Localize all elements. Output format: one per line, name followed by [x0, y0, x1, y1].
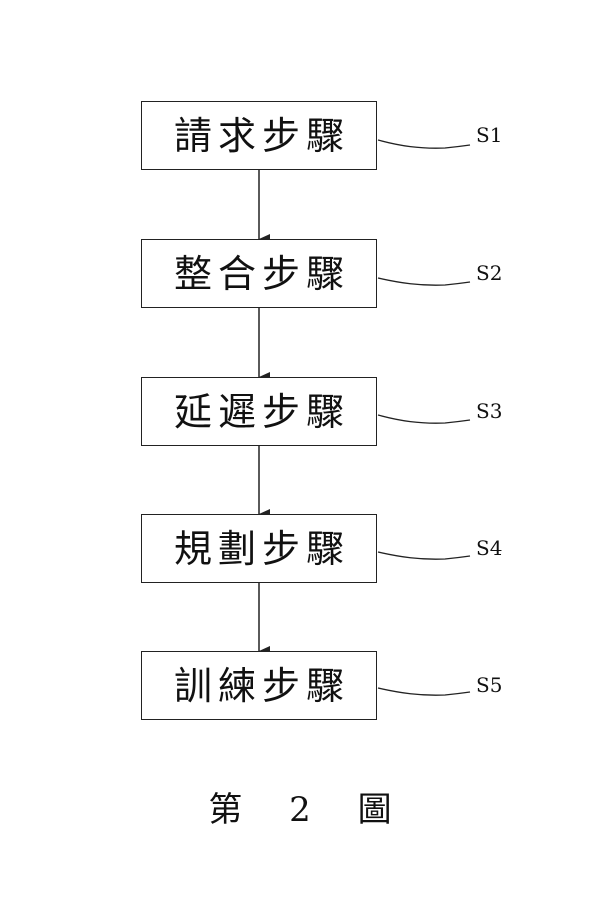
step-box-planning: 規劃步驟 [141, 514, 377, 583]
step-box-training: 訓練步驟 [141, 651, 377, 720]
step-ref-s1: S1 [476, 123, 503, 147]
figure-caption-text: 第 2 圖 [208, 790, 410, 830]
leader-line-s1 [377, 139, 471, 149]
leader-line-s5 [377, 687, 471, 696]
step-ref-s5: S5 [476, 673, 503, 697]
step-box-request: 請求步驟 [141, 101, 377, 170]
step-label: 整合步驟 [173, 251, 350, 296]
step-label: 規劃步驟 [173, 526, 350, 571]
step-label: 請求步驟 [173, 113, 350, 158]
step-box-integration: 整合步驟 [141, 239, 377, 308]
step-ref-s4: S4 [476, 536, 503, 560]
step-ref-s2: S2 [476, 261, 503, 285]
leader-line-s4 [377, 551, 471, 560]
leader-line-s3 [377, 414, 471, 424]
step-label: 延遲步驟 [173, 389, 350, 434]
step-ref-s3: S3 [476, 399, 503, 423]
step-label: 訓練步驟 [173, 663, 350, 708]
step-box-delay: 延遲步驟 [141, 377, 377, 446]
leader-line-s2 [377, 277, 471, 286]
figure-caption: 第 2 圖 [0, 793, 600, 827]
